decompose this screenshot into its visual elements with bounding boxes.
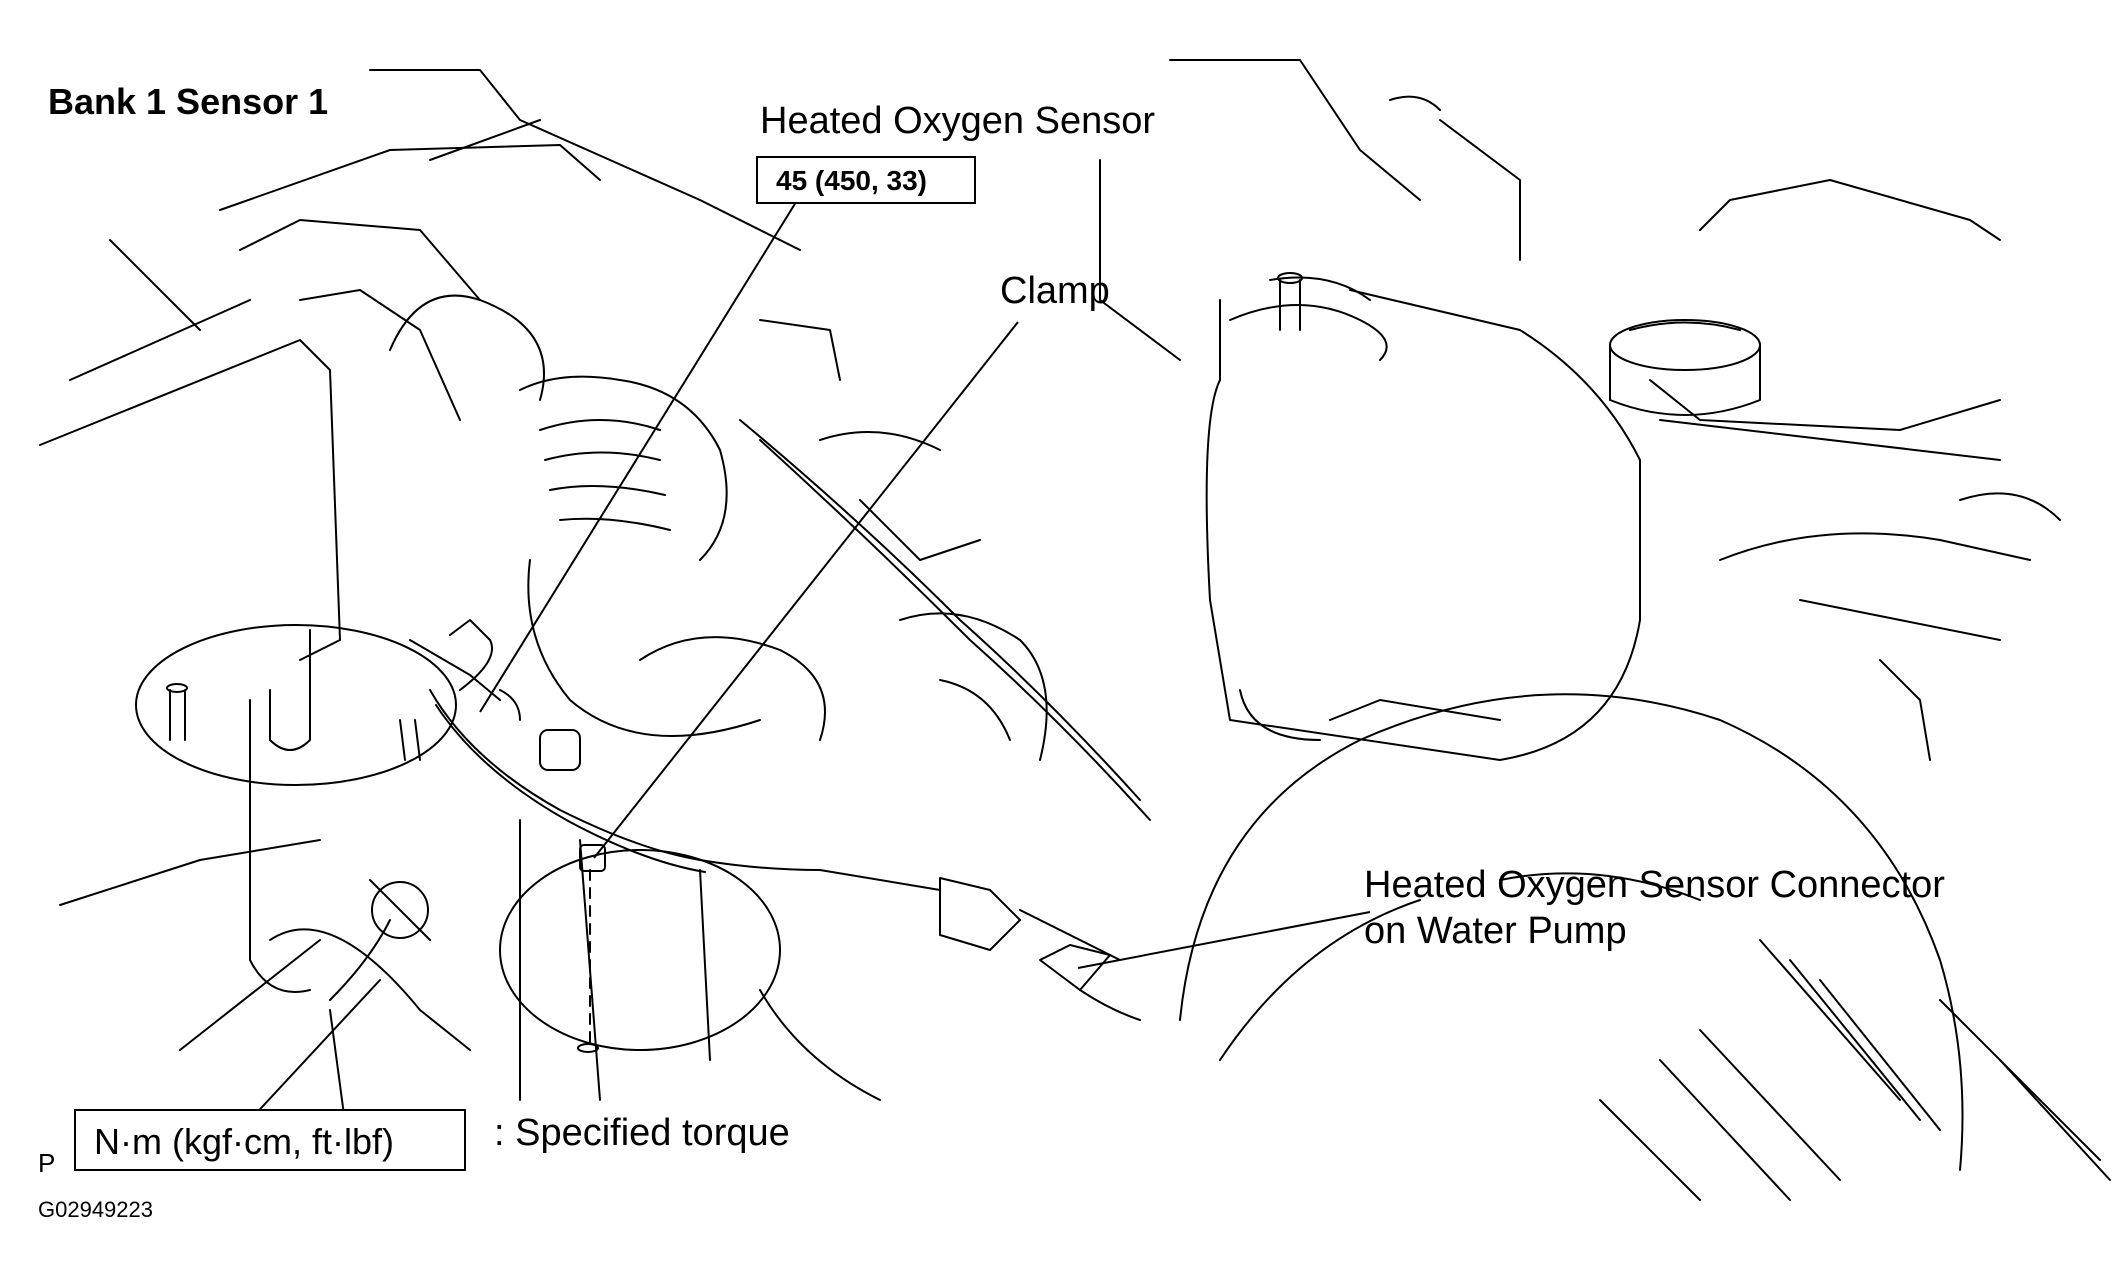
leader-line-connector xyxy=(1077,911,1371,969)
sensor-harness xyxy=(429,689,941,891)
label-clamp: Clamp xyxy=(1000,270,1110,312)
label-heated-oxygen-sensor: Heated Oxygen Sensor xyxy=(760,100,1156,142)
intake-hose xyxy=(739,419,1141,801)
legend-unit-box: N·m (kgf·cm, ft·lbf) xyxy=(74,1109,466,1171)
torque-value-box: 45 (450, 33) xyxy=(756,156,976,204)
leader-line-sensor xyxy=(479,185,807,713)
diagram-title: Bank 1 Sensor 1 xyxy=(48,81,329,122)
leader-line-clamp xyxy=(593,321,1019,859)
battery-box xyxy=(1699,179,2001,241)
label-connector-line1: Heated Oxygen Sensor Connector xyxy=(1364,864,1945,906)
label-connector-line2: on Water Pump xyxy=(1364,910,1627,952)
legend-description: : Specified torque xyxy=(494,1112,790,1154)
detail-ellipse-sensor xyxy=(135,624,457,786)
engine-block-outline xyxy=(39,339,341,661)
figure-id: G02949223 xyxy=(38,1197,153,1222)
legend-prefix: P xyxy=(38,1148,56,1178)
coolant-reservoir xyxy=(1205,289,1641,761)
fan-housing xyxy=(1179,693,1964,1171)
